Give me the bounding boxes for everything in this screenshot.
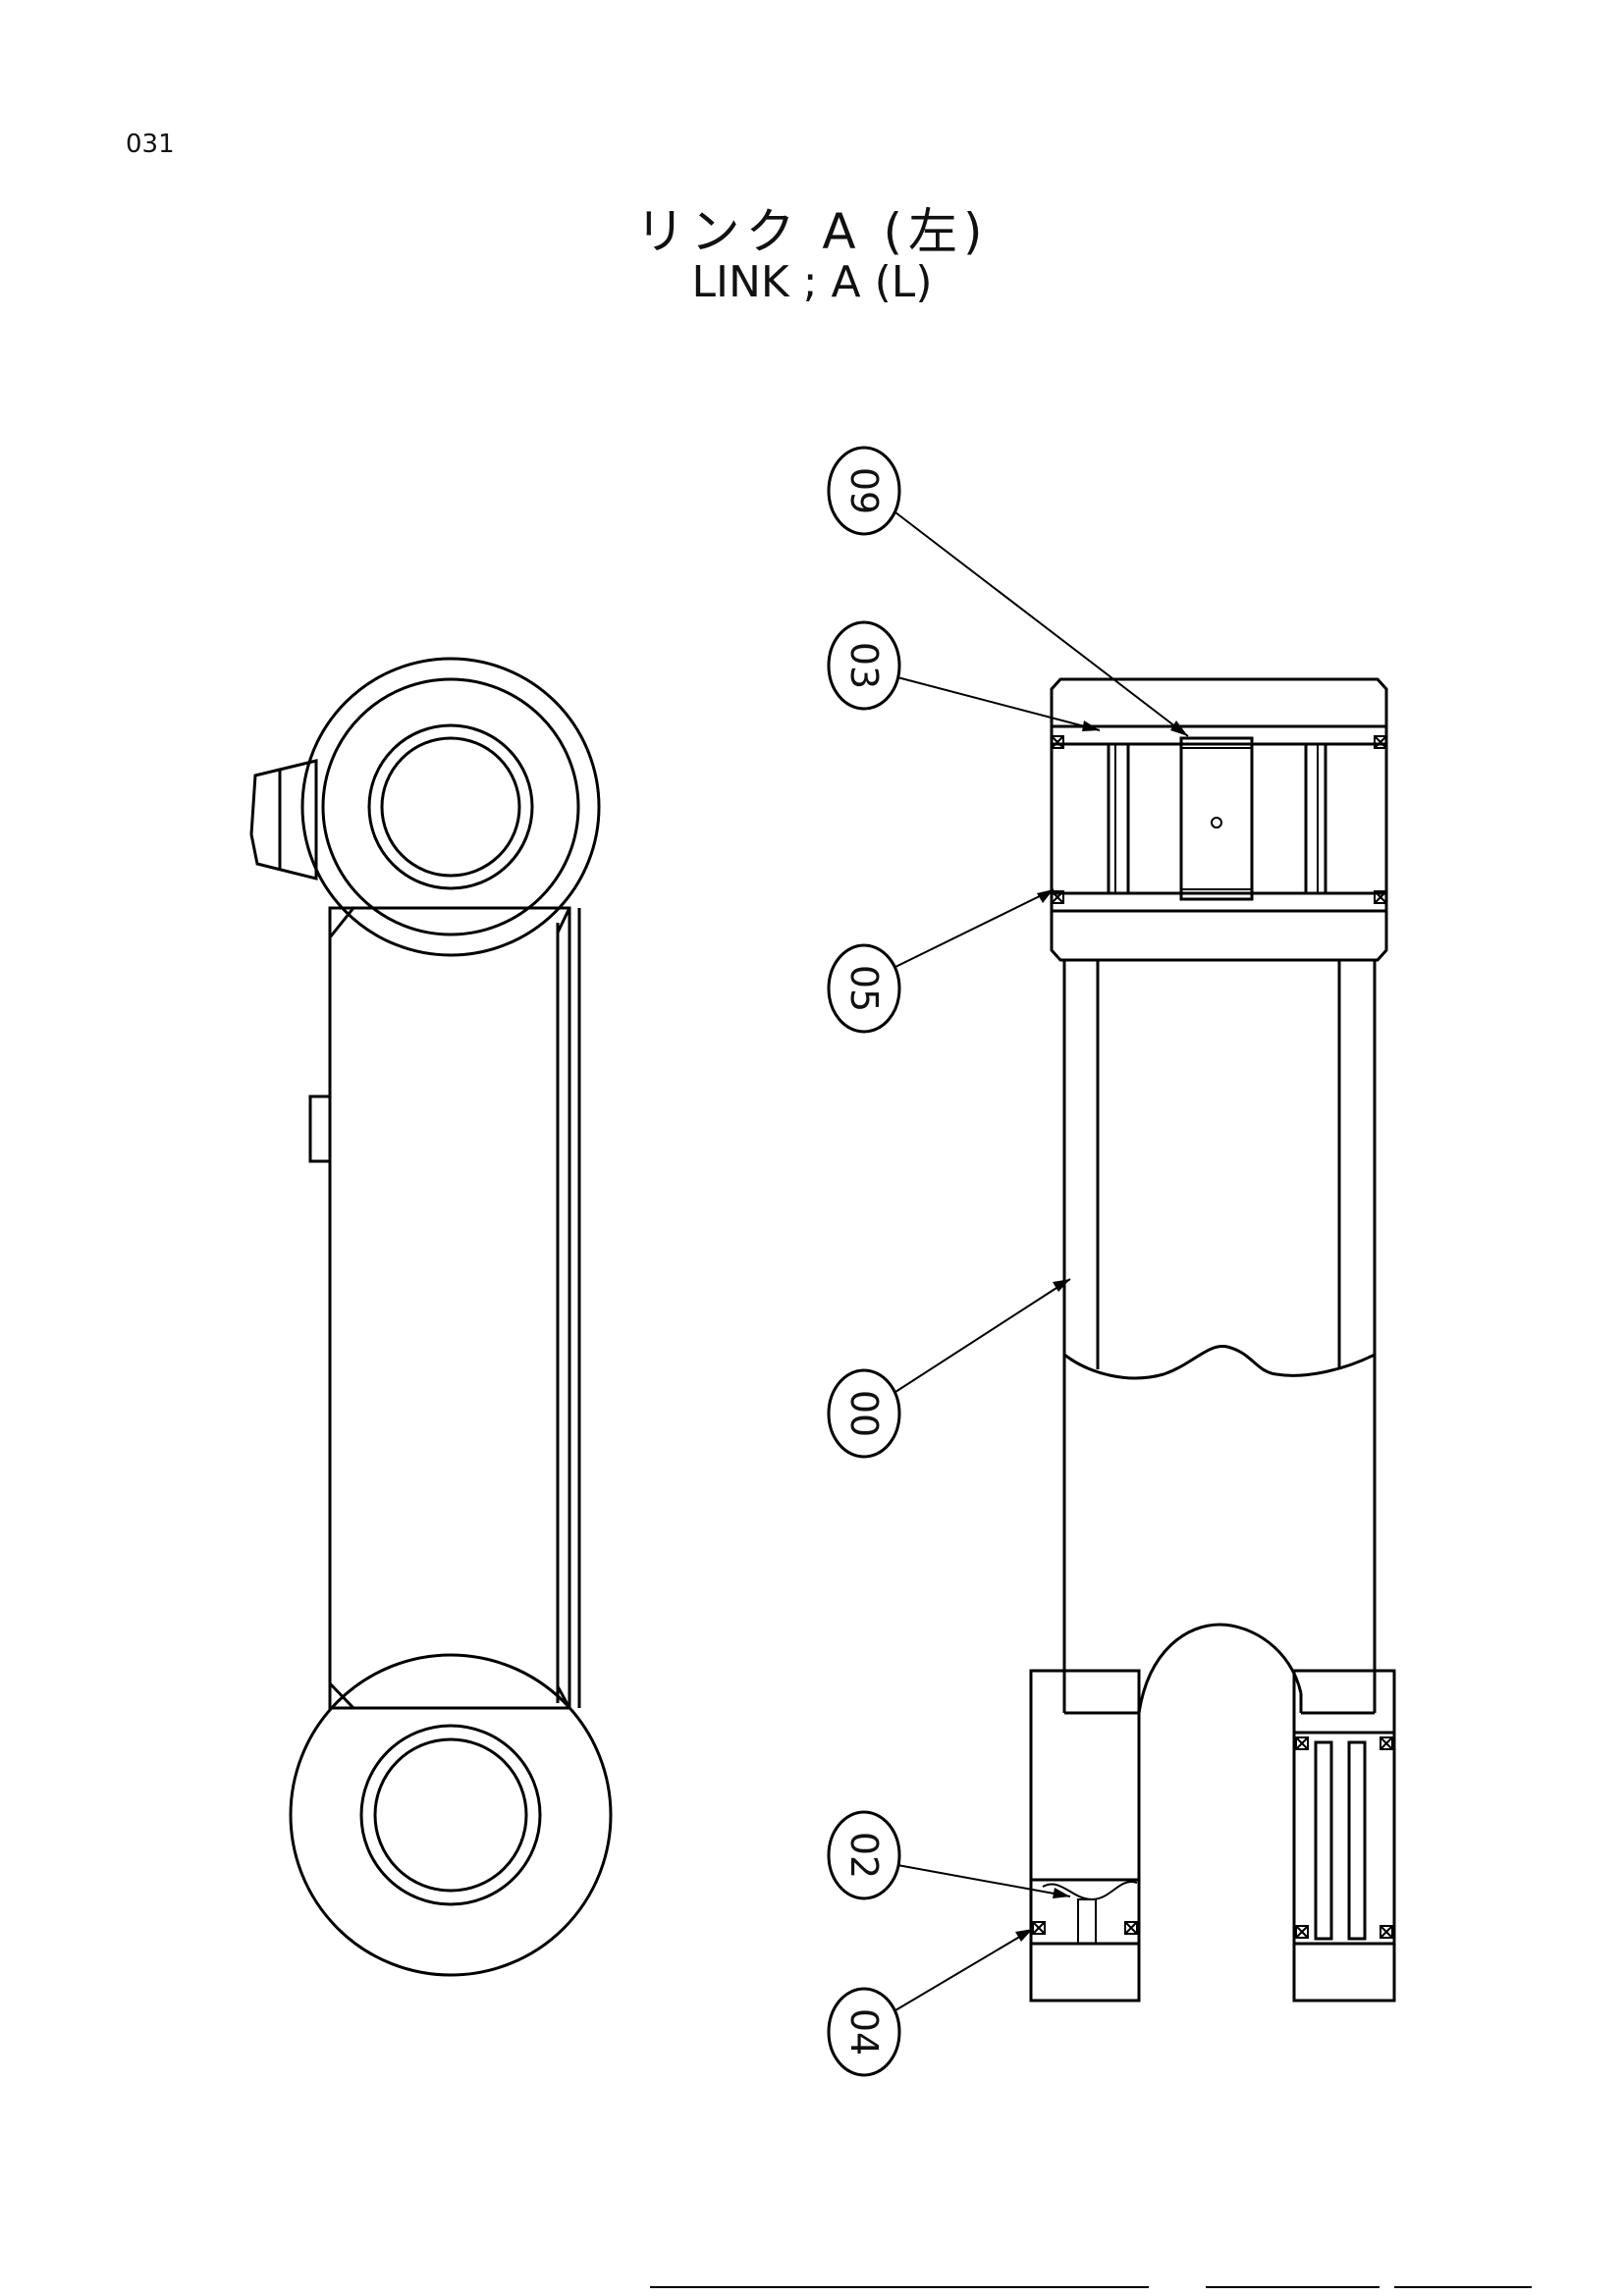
side-view: [249, 657, 613, 1977]
callout-09: 09: [827, 446, 1189, 737]
title-english: LINK ; A (L): [691, 257, 933, 307]
title-japanese: リンク A (左): [635, 203, 989, 260]
callout-03: 03: [827, 620, 1101, 731]
callout-03-label: 03: [842, 642, 886, 689]
callout-09-label: 09: [842, 467, 886, 514]
page-number: 031: [126, 130, 175, 159]
callout-04: 04: [827, 1928, 1034, 2077]
callout-05: 05: [827, 888, 1055, 1034]
callout-02: 02: [827, 1810, 1071, 1900]
callout-05-label: 05: [842, 965, 886, 1012]
callout-04-label: 04: [842, 2008, 886, 2056]
callout-00: 00: [827, 1278, 1071, 1459]
callout-02-label: 02: [842, 1832, 886, 1879]
callout-00-label: 00: [842, 1390, 886, 1437]
section-view: [1029, 677, 1396, 2002]
